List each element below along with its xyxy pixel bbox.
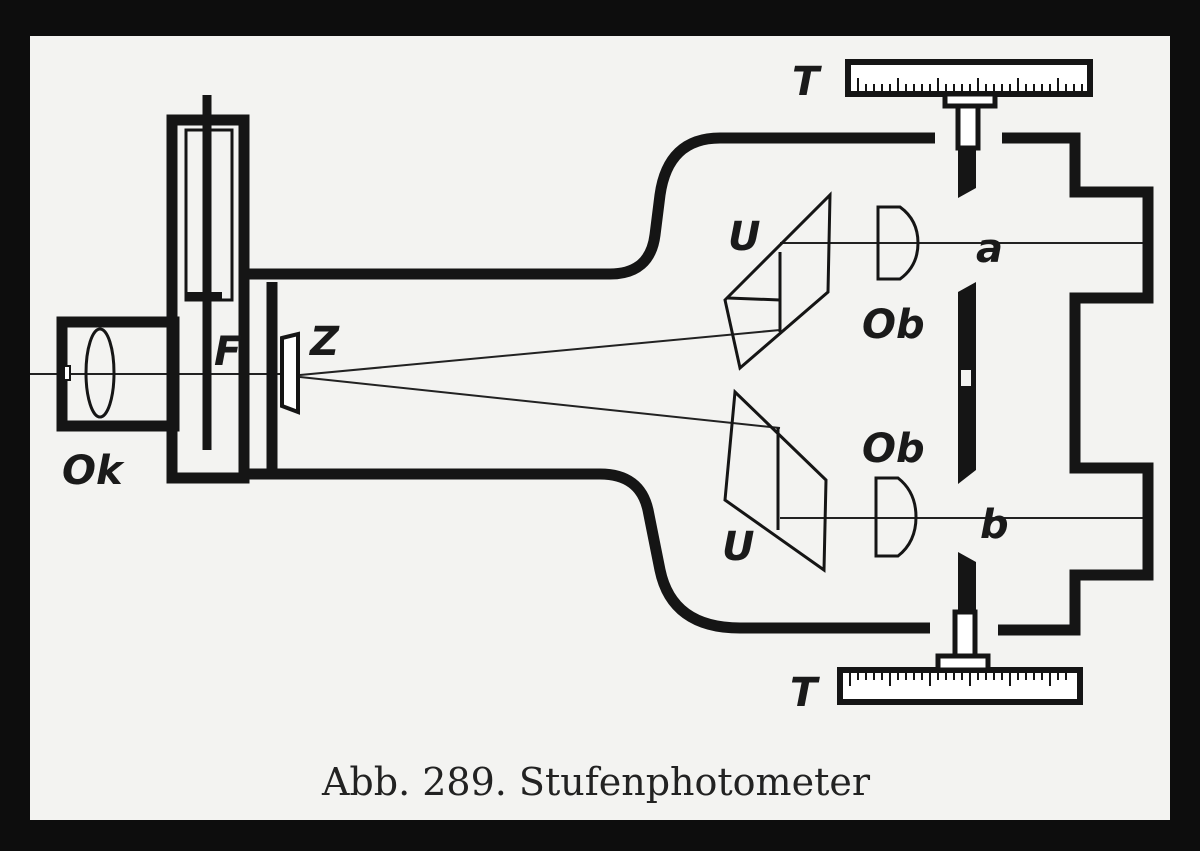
label-biprism: Z (308, 319, 340, 365)
label-filter: F (214, 329, 241, 375)
filter-housing (166, 95, 250, 484)
label-objective-bottom: Ob (862, 426, 925, 472)
label-knob-top: T (792, 59, 822, 105)
prism-bottom (723, 388, 828, 573)
objective-lens-bottom (874, 476, 918, 558)
label-knob-bottom: T (790, 670, 820, 716)
knob-top (845, 59, 1093, 151)
objective-lens-top (876, 205, 920, 281)
main-body (244, 132, 1154, 636)
label-prism-bottom: U (722, 524, 754, 570)
label-aperture-b: b (980, 502, 1009, 548)
label-objective-top: Ob (862, 302, 925, 348)
figure-caption: Abb. 289. Stufenphotometer (321, 760, 871, 804)
knob-bottom (837, 609, 1083, 705)
label-eyepiece: Ok (62, 448, 125, 494)
label-aperture-a: a (976, 226, 1003, 272)
aperture-plate (958, 148, 976, 612)
light-rays (30, 242, 1150, 519)
biprism-z (280, 331, 300, 415)
prism-top (723, 191, 832, 371)
label-prism-top: U (728, 214, 760, 260)
